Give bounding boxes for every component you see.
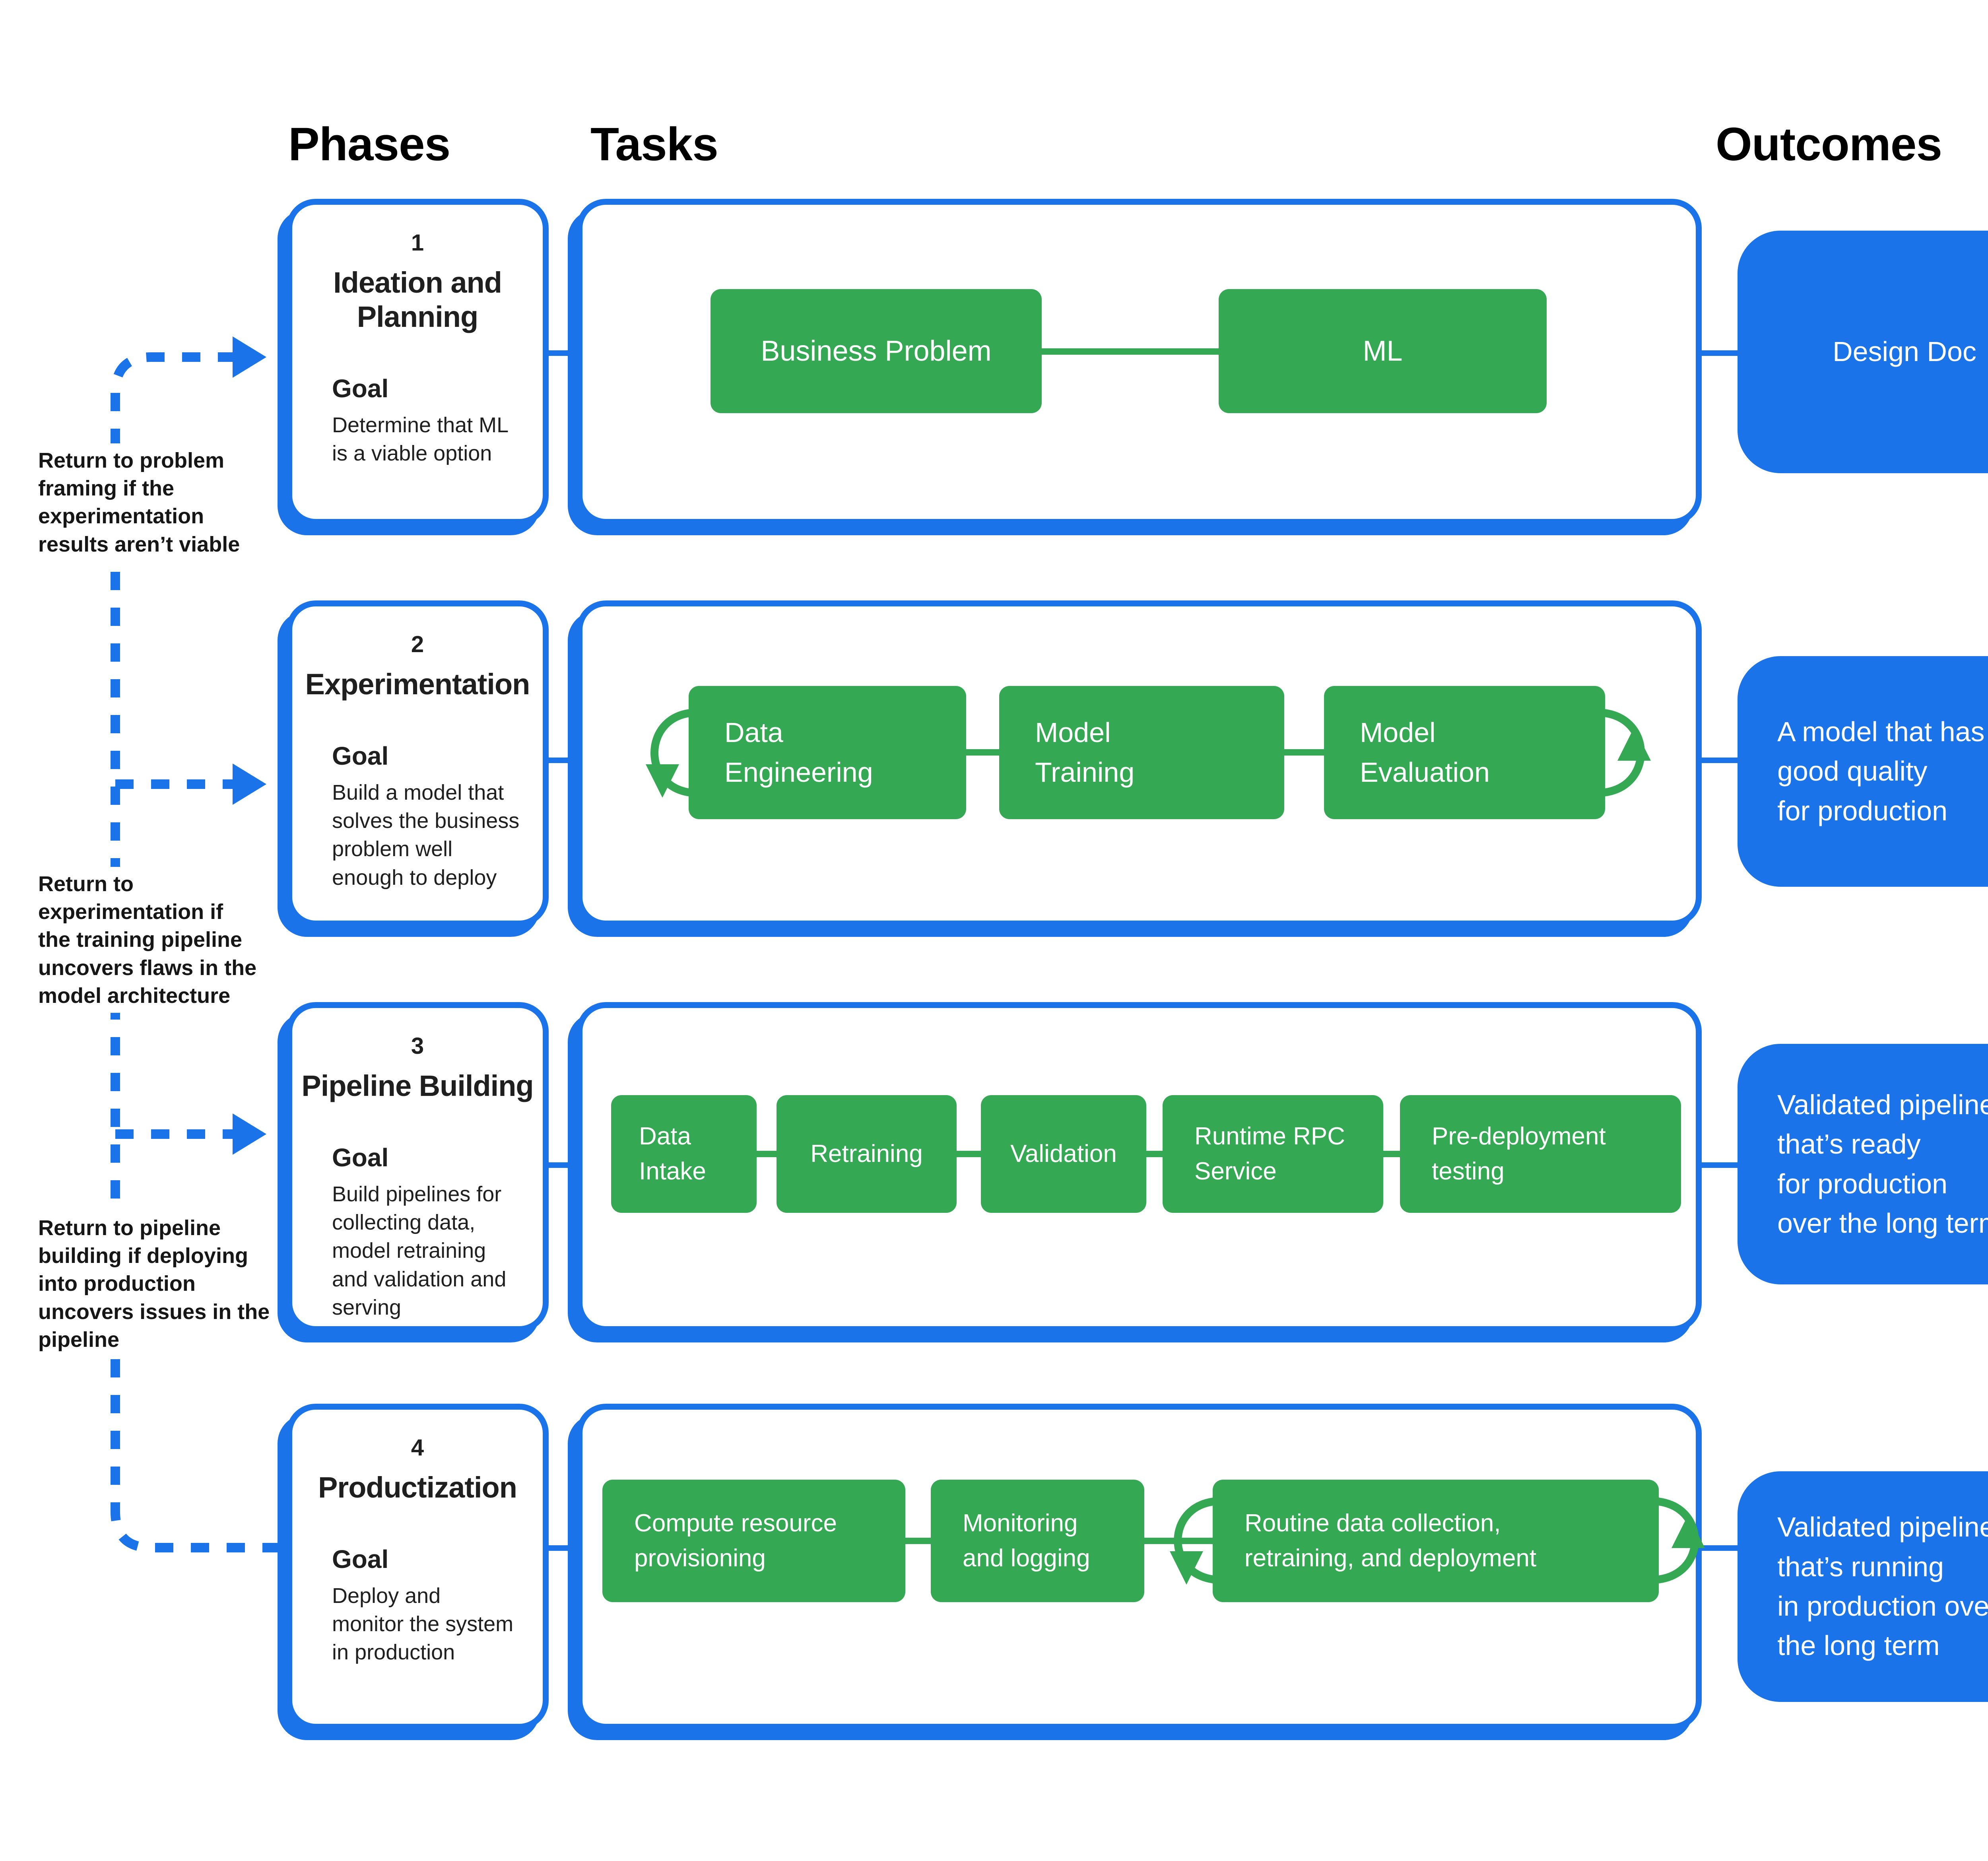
header-outcomes: Outcomes — [1716, 118, 1942, 171]
phase-title: Productization — [318, 1471, 517, 1504]
task-validation: Validation — [981, 1095, 1146, 1213]
phase-tasks-connector — [545, 1162, 580, 1168]
goal-text: Determine that ML is a viable option — [332, 413, 509, 465]
phase-number: 4 — [411, 1435, 424, 1461]
return-arrow-phase1-icon — [233, 336, 266, 378]
tasks-outcome-connector — [1698, 1162, 1741, 1168]
task-monitoring-and-logging: Monitoring and logging — [931, 1480, 1144, 1602]
task-connector — [753, 1151, 781, 1157]
note-return-pipeline-building: Return to pipeline building if deploying… — [36, 1211, 272, 1357]
phase-tasks-connector — [545, 1545, 580, 1551]
phase-number: 2 — [411, 631, 424, 657]
task-connector — [1278, 749, 1328, 756]
task-compute-resource-provisioning: Compute resource provisioning — [602, 1480, 905, 1602]
task-connector — [960, 749, 1004, 756]
goal-label: Goal — [332, 1143, 389, 1172]
phase-card-productization: 4 Productization Goal Deploy and monitor… — [286, 1404, 549, 1730]
header-tasks: Tasks — [590, 118, 718, 171]
outcome-validated-pipeline-ready: Validated pipeline that’s ready for prod… — [1738, 1044, 1988, 1284]
task-connector — [1034, 348, 1225, 355]
phase-title: Ideation and Planning — [333, 266, 502, 333]
task-routine-data-collection: Routine data collection, retraining, and… — [1213, 1480, 1659, 1602]
task-business-problem: Business Problem — [711, 289, 1042, 413]
goal-label: Goal — [332, 374, 389, 403]
phase-goal: Goal Build a model that solves the busin… — [332, 741, 531, 892]
outcome-good-model: A model that has good quality for produc… — [1738, 656, 1988, 887]
return-arrow-phase2-icon — [233, 763, 266, 805]
task-data-intake: Data Intake — [611, 1095, 757, 1213]
outcome-validated-pipeline-running: Validated pipeline that’s running in pro… — [1738, 1471, 1988, 1702]
goal-label: Goal — [332, 741, 389, 770]
goal-text: Build a model that solves the business p… — [332, 780, 520, 890]
goal-label: Goal — [332, 1544, 389, 1573]
task-connector — [1380, 1151, 1404, 1157]
phase-title: Experimentation — [305, 668, 530, 701]
task-connector — [902, 1538, 936, 1544]
task-model-evaluation: Model Evaluation — [1324, 686, 1605, 819]
phase-tasks-connector — [545, 350, 580, 356]
phase-number: 3 — [411, 1033, 424, 1059]
phase-tasks-connector — [545, 758, 580, 763]
phase-goal: Goal Build pipelines for collecting data… — [332, 1143, 531, 1322]
tasks-outcome-connector — [1698, 350, 1741, 356]
task-runtime-rpc-service: Runtime RPC Service — [1163, 1095, 1383, 1213]
phase-goal: Goal Determine that ML is a viable optio… — [332, 374, 531, 468]
task-connector — [1141, 1538, 1217, 1544]
phase-title: Pipeline Building — [301, 1069, 534, 1102]
phase-card-experimentation: 2 Experimentation Goal Build a model tha… — [286, 600, 549, 927]
task-connector — [953, 1151, 985, 1157]
task-ml: ML — [1219, 289, 1547, 413]
task-model-training: Model Training — [999, 686, 1284, 819]
goal-text: Build pipelines for collecting data, mod… — [332, 1182, 507, 1319]
phase-card-pipeline-building: 3 Pipeline Building Goal Build pipelines… — [286, 1002, 549, 1332]
task-retraining: Retraining — [777, 1095, 957, 1213]
tasks-outcome-connector — [1698, 758, 1741, 763]
task-pre-deployment-testing: Pre-deployment testing — [1400, 1095, 1681, 1213]
task-data-engineering: Data Engineering — [689, 686, 966, 819]
tasks-outcome-connector — [1698, 1545, 1741, 1551]
phase-goal: Goal Deploy and monitor the system in pr… — [332, 1544, 531, 1667]
return-arrow-phase3-icon — [233, 1113, 266, 1155]
note-return-experimentation: Return to experimentation if the trainin… — [36, 867, 259, 1013]
task-connector — [1143, 1151, 1167, 1157]
goal-text: Deploy and monitor the system in product… — [332, 1583, 514, 1665]
note-return-problem-framing: Return to problem framing if the experim… — [36, 443, 243, 561]
header-phases: Phases — [288, 118, 450, 171]
phase-card-ideation: 1 Ideation and Planning Goal Determine t… — [286, 199, 549, 525]
phase-number: 1 — [411, 230, 424, 256]
outcome-design-doc: Design Doc — [1738, 231, 1988, 473]
